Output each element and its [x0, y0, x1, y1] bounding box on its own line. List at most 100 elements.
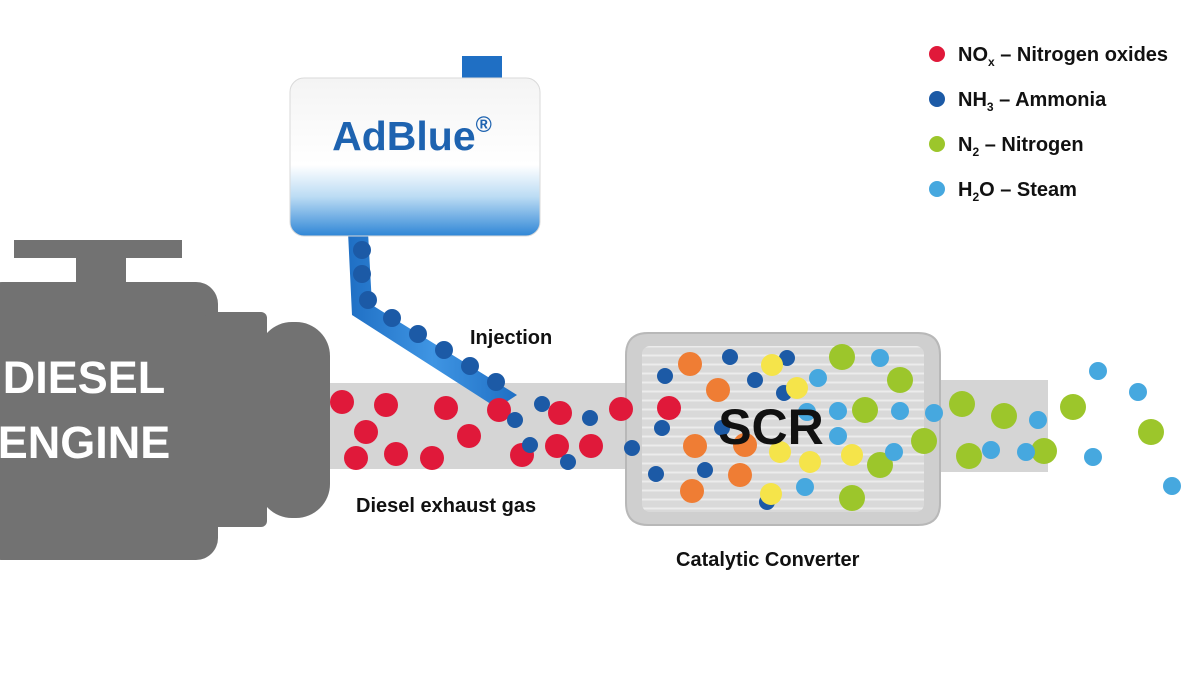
ammonia-molecule	[657, 368, 673, 384]
nox-molecule	[457, 424, 481, 448]
nitrogen-molecule	[1060, 394, 1086, 420]
particles	[330, 241, 1181, 511]
engine-label-line2: ENGINE	[0, 417, 170, 468]
steam-molecule	[1084, 448, 1102, 466]
nox-molecule	[657, 396, 681, 420]
reaction-particle	[680, 479, 704, 503]
nox-molecule	[545, 434, 569, 458]
legend-label: NOx – Nitrogen oxides	[958, 44, 1168, 69]
ammonia-molecule	[534, 396, 550, 412]
nox-molecule	[384, 442, 408, 466]
ammonia-molecule	[714, 420, 730, 436]
reaction-particle	[760, 483, 782, 505]
nox-molecule	[420, 446, 444, 470]
ammonia-droplet	[353, 241, 371, 259]
steam-molecule	[1163, 477, 1181, 495]
nox-molecule	[434, 396, 458, 420]
ammonia-molecule	[507, 412, 523, 428]
ammonia-molecule	[582, 410, 598, 426]
ammonia-molecule	[624, 440, 640, 456]
ammonia-molecule	[697, 462, 713, 478]
steam-molecule	[885, 443, 903, 461]
steam-molecule	[796, 478, 814, 496]
nox-molecule	[354, 420, 378, 444]
diesel-engine	[0, 240, 330, 560]
catalytic-converter-label: Catalytic Converter	[676, 549, 860, 571]
nitrogen-molecule	[991, 403, 1017, 429]
ammonia-molecule	[654, 420, 670, 436]
reaction-particle	[728, 463, 752, 487]
nox-molecule	[579, 434, 603, 458]
ammonia-droplet	[409, 325, 427, 343]
steam-molecule	[829, 427, 847, 445]
ammonia-droplet	[461, 357, 479, 375]
legend-label: H2O – Steam	[958, 179, 1077, 204]
nitrogen-molecule	[911, 428, 937, 454]
adblue-brand: AdBlue®	[332, 112, 492, 159]
legend-dot	[929, 91, 945, 107]
steam-molecule	[1129, 383, 1147, 401]
reaction-particle	[761, 354, 783, 376]
reaction-particle	[733, 433, 757, 457]
ammonia-molecule	[522, 437, 538, 453]
adblue-reg-mark: ®	[476, 112, 492, 137]
ammonia-molecule	[779, 350, 795, 366]
ammonia-molecule	[747, 372, 763, 388]
nitrogen-molecule	[956, 443, 982, 469]
steam-molecule	[829, 402, 847, 420]
ammonia-molecule	[722, 349, 738, 365]
legend-label: N2 – Nitrogen	[958, 134, 1084, 159]
reaction-particle	[786, 377, 808, 399]
legend-label: NH3 – Ammonia	[958, 89, 1107, 114]
reaction-particle	[799, 451, 821, 473]
nitrogen-molecule	[887, 367, 913, 393]
steam-molecule	[1017, 443, 1035, 461]
steam-molecule	[809, 369, 827, 387]
engine-label-line1: DIESEL	[3, 352, 166, 403]
ammonia-droplet	[383, 309, 401, 327]
nitrogen-molecule	[852, 397, 878, 423]
nitrogen-molecule	[1138, 419, 1164, 445]
nitrogen-molecule	[1031, 438, 1057, 464]
exhaust-gas-label: Diesel exhaust gas	[356, 495, 536, 517]
adblue-tank-cap	[462, 56, 502, 78]
nox-molecule	[330, 390, 354, 414]
legend-dot	[929, 136, 945, 152]
nitrogen-molecule	[829, 344, 855, 370]
nitrogen-molecule	[839, 485, 865, 511]
nox-molecule	[344, 446, 368, 470]
ammonia-droplet	[435, 341, 453, 359]
steam-molecule	[1029, 411, 1047, 429]
nox-molecule	[487, 398, 511, 422]
reaction-particle	[769, 441, 791, 463]
nox-molecule	[548, 401, 572, 425]
steam-molecule	[891, 402, 909, 420]
reaction-particle	[706, 378, 730, 402]
steam-molecule	[982, 441, 1000, 459]
steam-molecule	[871, 349, 889, 367]
reaction-particle	[678, 352, 702, 376]
ammonia-molecule	[648, 466, 664, 482]
nitrogen-molecule	[949, 391, 975, 417]
adblue-brand-text: AdBlue	[332, 113, 476, 159]
ammonia-molecule	[560, 454, 576, 470]
injection-label: Injection	[470, 327, 552, 349]
ammonia-droplet	[353, 265, 371, 283]
steam-molecule	[925, 404, 943, 422]
steam-molecule	[798, 403, 816, 421]
reaction-particle	[683, 434, 707, 458]
nitrogen-molecule	[867, 452, 893, 478]
steam-molecule	[1089, 362, 1107, 380]
reaction-particle	[841, 444, 863, 466]
legend-dot	[929, 181, 945, 197]
legend-dot	[929, 46, 945, 62]
ammonia-droplet	[359, 291, 377, 309]
nox-molecule	[374, 393, 398, 417]
ammonia-droplet	[487, 373, 505, 391]
scr-label: SCR	[718, 399, 824, 455]
adblue-tank	[289, 77, 541, 237]
nox-molecule	[609, 397, 633, 421]
